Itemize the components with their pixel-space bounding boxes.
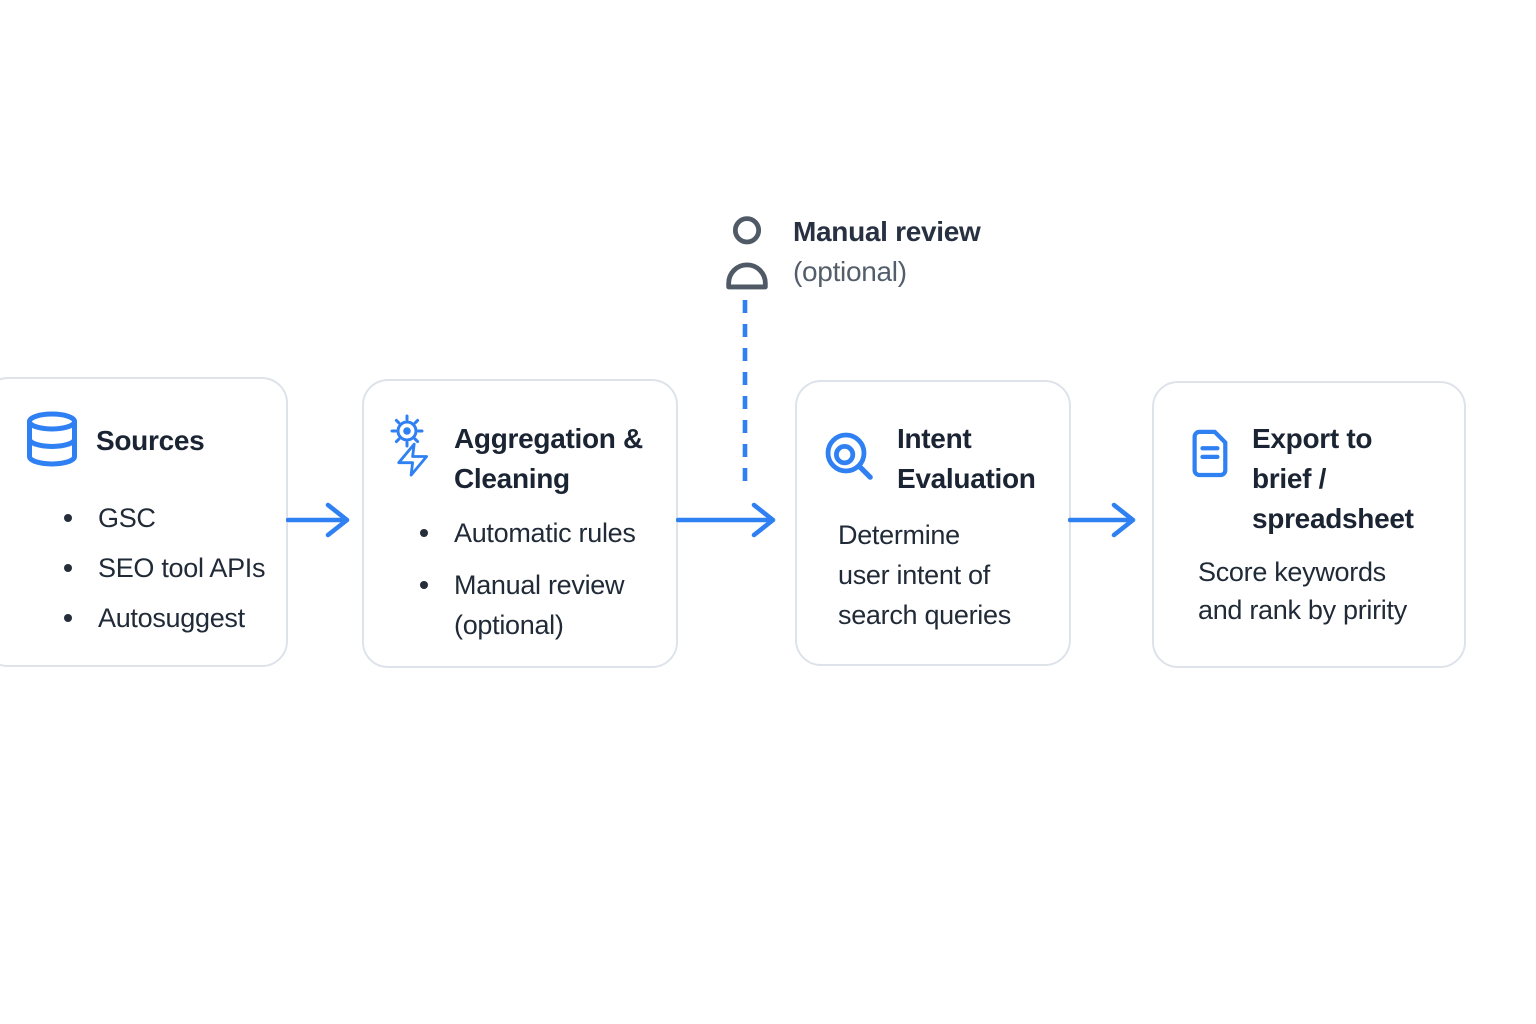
step-bullet-list: GSC SEO tool APIs Autosuggest (64, 493, 265, 643)
bullet-item: SEO tool APIs (64, 543, 265, 593)
step-title: Export to brief / spreadsheet (1252, 423, 1414, 534)
step-description: Score keywords and rank by pririty (1198, 557, 1407, 625)
step-card-sources: Sources GSC SEO tool APIs Autosuggest (0, 377, 288, 667)
arrow-right-icon (676, 502, 776, 538)
annotation-title: Manual review (793, 216, 981, 247)
step-title: Intent Evaluation (897, 423, 1036, 494)
annotation-subtitle: (optional) (793, 256, 907, 287)
person-icon (726, 216, 768, 290)
step-card-aggregation-cleaning: Aggregation & Cleaning Automatic rules M… (362, 379, 678, 668)
bullet-item: Autosuggest (64, 593, 265, 643)
arrow-right-icon (1068, 502, 1136, 538)
step-title: Sources (96, 425, 205, 456)
bullet-item: GSC (64, 493, 265, 543)
dashed-connector-line (742, 300, 748, 488)
bullet-item: Automatic rules (420, 513, 636, 553)
arrow-right-icon (286, 502, 350, 538)
step-description: Determine user intent of search queries (838, 520, 1011, 630)
step-card-export: Export to brief / spreadsheet Score keyw… (1152, 381, 1466, 668)
step-card-intent-evaluation: Intent Evaluation Determine user intent … (795, 380, 1071, 666)
document-icon (1192, 429, 1228, 478)
step-title: Aggregation & Cleaning (454, 423, 643, 494)
gear-bolt-icon (390, 414, 428, 477)
search-intent-icon (825, 432, 873, 480)
bullet-item: Manual review (optional) (420, 565, 636, 645)
step-bullet-list: Automatic rules Manual review (optional) (420, 513, 636, 657)
database-icon (27, 411, 77, 467)
